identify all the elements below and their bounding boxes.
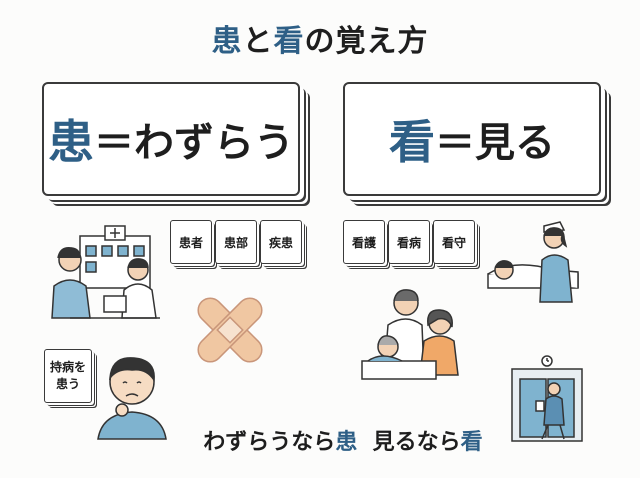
bandage-cross-icon xyxy=(197,297,263,363)
family-visit-icon xyxy=(361,289,459,380)
word-card-kanbyou: 看病 xyxy=(388,220,430,264)
card-left-kanji: 患 xyxy=(48,115,94,169)
sign-line1: 持病を xyxy=(49,360,86,374)
card-right-meaning: ＝見る xyxy=(435,120,555,166)
doctor-icon xyxy=(70,258,160,319)
card-right-kanji: 看 xyxy=(389,115,435,169)
word-card-kango: 看護 xyxy=(343,220,385,264)
hospital-consultation-illustration xyxy=(51,225,160,319)
clock-icon xyxy=(541,355,553,367)
summary-kanji2: 看 xyxy=(460,430,483,455)
title-rest: の覚え方 xyxy=(304,24,429,59)
word-card-shikkan: 疾患 xyxy=(260,220,302,264)
card-left-meaning: ＝わずらう xyxy=(94,120,294,166)
summary-kanji1: 患 xyxy=(335,430,358,455)
word-card-kanja: 患者 xyxy=(170,220,212,264)
card-kan-see-meaning: 看＝見る xyxy=(343,82,601,196)
sign-line2: 患う xyxy=(55,377,80,391)
patient-icon xyxy=(51,246,91,319)
summary-line: わずらうなら患 見るなら看 xyxy=(178,424,508,456)
title-kanji-kan: 患 xyxy=(211,24,243,59)
worried-person-icon xyxy=(97,357,167,440)
word-card-kanbu: 患部 xyxy=(215,220,257,264)
card-kan-meaning: 患＝わずらう xyxy=(42,82,300,196)
word-card-kanshu: 看守 xyxy=(433,220,475,264)
summary-part2: 見るなら xyxy=(372,430,461,455)
title-to: と xyxy=(242,24,274,59)
page-title: 患と看の覚え方 xyxy=(0,16,640,60)
nurse-icon xyxy=(539,221,573,303)
title-kanji-kan-see: 看 xyxy=(273,24,305,59)
sign-card: 持病を 患う xyxy=(44,349,92,403)
nurse-bed-illustration xyxy=(487,221,579,303)
summary-part1: わずらうなら xyxy=(203,430,336,455)
hospital-door-illustration xyxy=(511,355,583,442)
walking-doctor-icon xyxy=(535,382,565,440)
